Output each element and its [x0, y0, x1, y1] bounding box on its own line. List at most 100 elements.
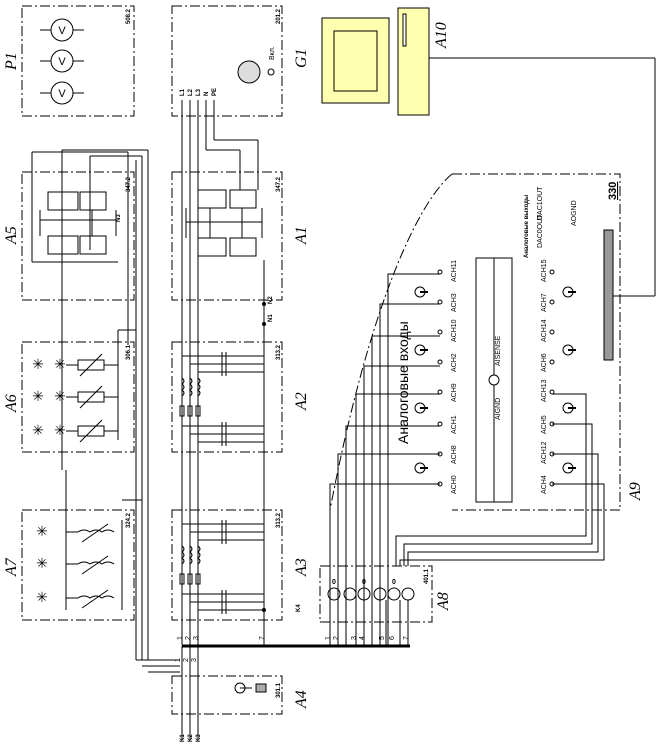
a7-label: A7 [3, 557, 20, 577]
block-a4: 1 2 3 K1 K2 K3 A4 301.1 [171, 646, 310, 742]
block-a8: 0 0 0 1 2 3 4 5 6 7 A8 401.1 [319, 565, 452, 646]
a3-code: 313.2 [276, 512, 282, 528]
channel-label: ACH2 [451, 353, 458, 372]
a4-label: A4 [293, 690, 310, 709]
voltmeter-icon [50, 81, 74, 105]
voltmeter-icon [50, 49, 74, 73]
a2-label: A2 [293, 392, 310, 411]
a1-label: A1 [293, 226, 310, 245]
channel-terminal-icon [437, 389, 443, 395]
a8-num-6: 6 [389, 636, 396, 640]
supply-pe: PE [212, 88, 218, 96]
a6-label: A6 [3, 394, 20, 413]
a8-label: A8 [435, 592, 452, 611]
supply-l2: L2 [188, 88, 194, 96]
block-a5: A5 347.2 N3 [3, 151, 135, 301]
a8-num-4: 4 [359, 636, 366, 640]
block-a10-computer: A10 [321, 7, 656, 297]
analog-inputs-title: Аналоговые входы [395, 321, 411, 444]
aisense-terminal-icon [488, 374, 500, 386]
a7-code: 324.2 [126, 512, 132, 528]
power-knob-icon[interactable] [237, 60, 261, 84]
a10-label: A10 [433, 22, 450, 49]
analog-outputs-title: Аналоговые выходы [524, 195, 530, 258]
channel-terminal-icon [549, 329, 555, 335]
svg-text:0: 0 [392, 579, 396, 586]
a8-num-5: 5 [379, 636, 386, 640]
channel-label: ACH4 [541, 475, 548, 494]
channel-label: ACH0 [451, 475, 458, 494]
a4-node-k1: K1 [180, 734, 186, 742]
a3-node-k4: K4 [296, 604, 302, 612]
a8-num-3: 3 [351, 636, 358, 640]
channel-label: ACH12 [541, 441, 548, 464]
aignd-label: AIGND [495, 398, 502, 420]
a4-node-k3: K3 [196, 734, 202, 742]
indicator-icon [255, 683, 267, 693]
channel-terminal-icon [549, 299, 555, 305]
channel-terminal-icon [437, 421, 443, 427]
channel-label: ACH14 [541, 319, 548, 342]
g1-label: G1 [293, 48, 310, 68]
channel-terminal-icon [437, 269, 443, 275]
a1-code: 347.2 [276, 176, 282, 192]
a4-code: 301.1 [276, 682, 282, 698]
block-a1: A1 347.2 N2 N1 [171, 139, 310, 610]
left-wire-bundle [61, 149, 180, 673]
dac0-label: DAC0OUT [537, 214, 544, 248]
bus-num-2: 2 [185, 636, 192, 640]
channel-terminal-icon [437, 299, 443, 305]
a1-node-n1: N1 [268, 314, 274, 322]
svg-text:V: V [58, 56, 66, 68]
a2-code: 313.2 [276, 344, 282, 360]
channel-label: ACH5 [541, 415, 548, 434]
a3-label: A3 [293, 558, 310, 577]
analog-input-wires [329, 273, 605, 646]
a5-label: A5 [3, 226, 20, 245]
channel-label: ACH9 [451, 383, 458, 402]
channel-terminal-icon [549, 389, 555, 395]
lamp-icon: ✳ [32, 388, 44, 404]
channel-terminal-icon [437, 329, 443, 335]
block-a6: ✳ ✳ ✳ ✳ ✳ ✳ A6 306.1 [3, 341, 135, 453]
channel-label: ACH8 [451, 445, 458, 464]
a5-code: 347.2 [126, 176, 132, 192]
svg-text:V: V [58, 88, 66, 100]
aisense-label: AISENSE [495, 335, 502, 366]
channel-label: ACH6 [541, 353, 548, 372]
g1-code: 201.2 [276, 8, 282, 24]
a6-code: 306.1 [126, 344, 132, 360]
a4-num-1: 1 [175, 658, 182, 662]
a4-num-2: 2 [183, 658, 190, 662]
bus-num-3: 3 [193, 636, 200, 640]
aognd-label: AOGND [571, 200, 578, 226]
lamp-icon: ✳ [32, 422, 44, 438]
channel-label: ACH13 [541, 379, 548, 402]
channel-terminal-icon [549, 359, 555, 365]
channel-label: ACH10 [451, 319, 458, 342]
channel-label: ACH3 [451, 293, 458, 312]
p1-code: 508.2 [126, 8, 132, 24]
block-a2: A2 313.2 [171, 341, 310, 453]
a8-num-7: 7 [403, 636, 410, 640]
channel-label: ACH7 [541, 293, 548, 312]
supply-l1: L1 [180, 88, 186, 96]
supply-n: N [204, 92, 210, 96]
a8-code: 401.1 [424, 568, 430, 584]
svg-text:V: V [58, 25, 66, 37]
lamp-icon: ✳ [36, 589, 48, 605]
lamp-icon: ✳ [54, 356, 66, 372]
block-g1: Вкл. G1 201.2 L1 L2 L3 N PE [171, 5, 310, 645]
a5-node: N3 [116, 214, 122, 222]
bus-num-1: 1 [177, 636, 184, 640]
lamp-icon: ✳ [54, 422, 66, 438]
power-lamp-icon [267, 68, 275, 76]
lamp-icon: ✳ [32, 356, 44, 372]
svg-text:0: 0 [332, 579, 336, 586]
channel-terminal-icon [437, 359, 443, 365]
a4-node-k2: K2 [188, 734, 194, 742]
a9-label: A9 [627, 482, 644, 501]
voltmeter-icon [50, 18, 74, 42]
supply-l3: L3 [196, 88, 202, 96]
